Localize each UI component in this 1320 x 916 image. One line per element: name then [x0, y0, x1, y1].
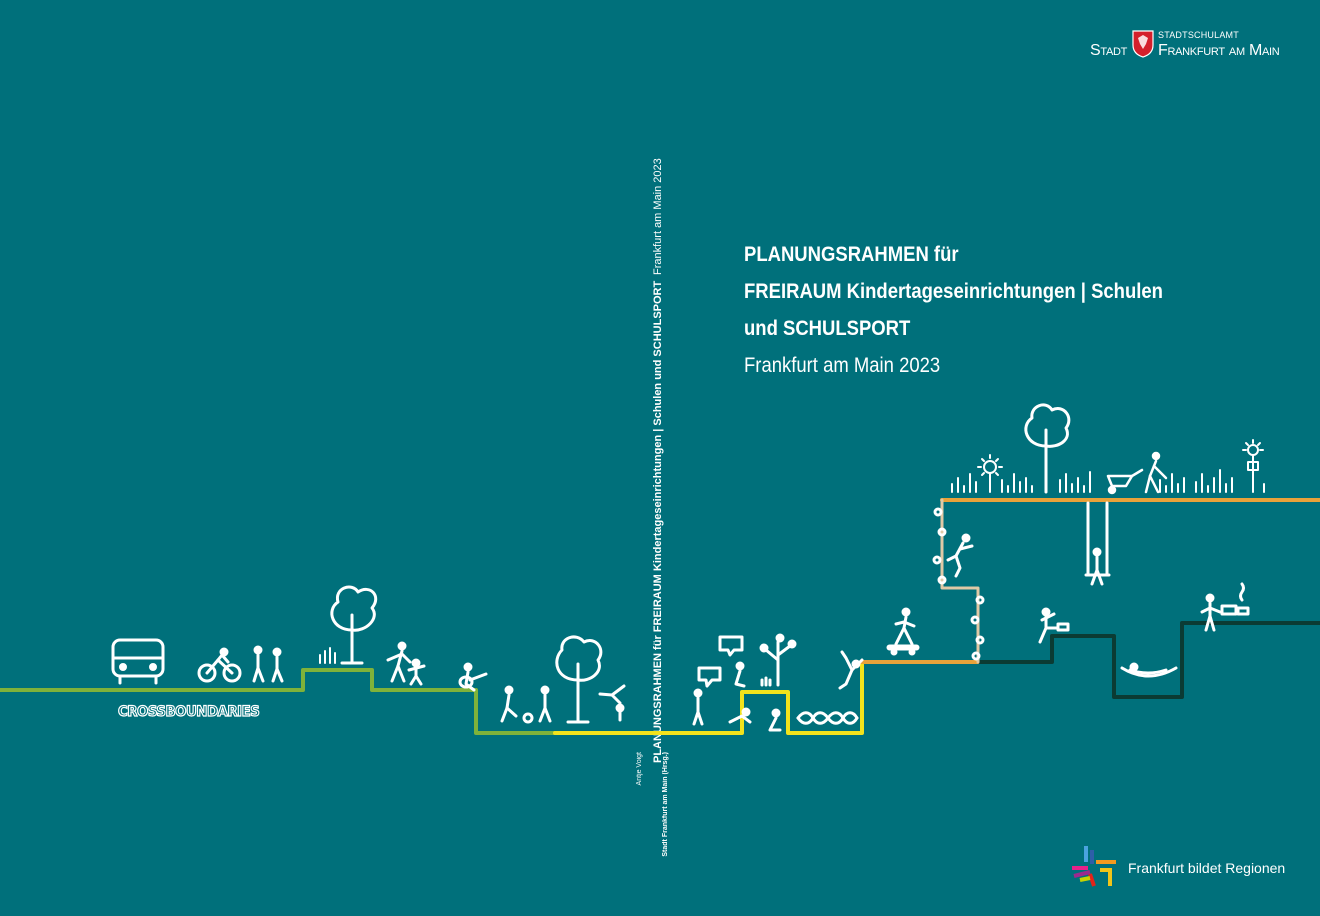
- climbing-tree-icon: [759, 633, 797, 732]
- title-line-1: PLANUNGSRAHMEN für: [744, 243, 959, 266]
- swing-icon: [1084, 501, 1111, 586]
- crossboundaries-logo: CROSSBOUNDARIES: [117, 703, 260, 720]
- walking-pair-icon: [252, 645, 284, 683]
- speech-bubble-icon: [692, 635, 752, 726]
- arrows-logo-icon: [1072, 846, 1116, 887]
- hammock-icon: [1120, 662, 1178, 678]
- title-line-3: und SCHULSPORT: [744, 317, 911, 340]
- reader-icon: [1038, 607, 1070, 644]
- title-line-2: FREIRAUM Kindertageseinrichtungen | Schu…: [744, 280, 1163, 303]
- flower-icon: [1242, 439, 1264, 493]
- waves-icon: [796, 711, 859, 725]
- gymnast-icon: [598, 684, 626, 722]
- sun-icon: [977, 454, 1003, 493]
- city-word-frankfurt: Frankfurt am Main: [1158, 42, 1280, 59]
- play-figures-icon: [386, 641, 426, 686]
- department-label: STADTSCHULAMT: [1158, 30, 1239, 40]
- tree-icon: [330, 585, 378, 665]
- city-word-stadt: Stadt: [1090, 42, 1128, 59]
- ground-line-yellow: [553, 660, 864, 735]
- wheelbarrow-icon: [1106, 451, 1168, 495]
- cyclist-icon: [197, 647, 242, 683]
- guitar-player-icon: [458, 662, 488, 692]
- cover-title: PLANUNGSRAHMEN für FREIRAUM Kindertagese…: [744, 236, 1284, 384]
- climbing-wall-line: [940, 498, 980, 664]
- ground-line-dark: [978, 621, 1320, 699]
- tree-icon: [555, 635, 603, 724]
- grass-icon: [319, 647, 336, 664]
- climber-icon: [932, 507, 985, 661]
- jumper-icon: [838, 650, 864, 690]
- footer-slogan: Frankfurt bildet Regionen: [1128, 860, 1286, 876]
- ground-line-green: [0, 668, 557, 735]
- car-icon: [111, 638, 165, 685]
- grass-row-icon: [951, 469, 1265, 493]
- garden-icon: [1200, 582, 1250, 632]
- football-icon: [500, 685, 552, 724]
- frankfurt-bildet-regionen-logo: Frankfurt bildet Regionen: [1070, 842, 1302, 890]
- frankfurt-crest-icon: [1132, 30, 1154, 58]
- skateboarder-icon: [886, 607, 920, 656]
- ground-line-orange: [860, 498, 1320, 664]
- stadtschulamt-logo: STADTSCHULAMT Stadt Frankfurt am Main: [1090, 30, 1300, 64]
- title-subtitle: Frankfurt am Main 2023: [744, 354, 941, 377]
- tree-icon: [1024, 403, 1071, 494]
